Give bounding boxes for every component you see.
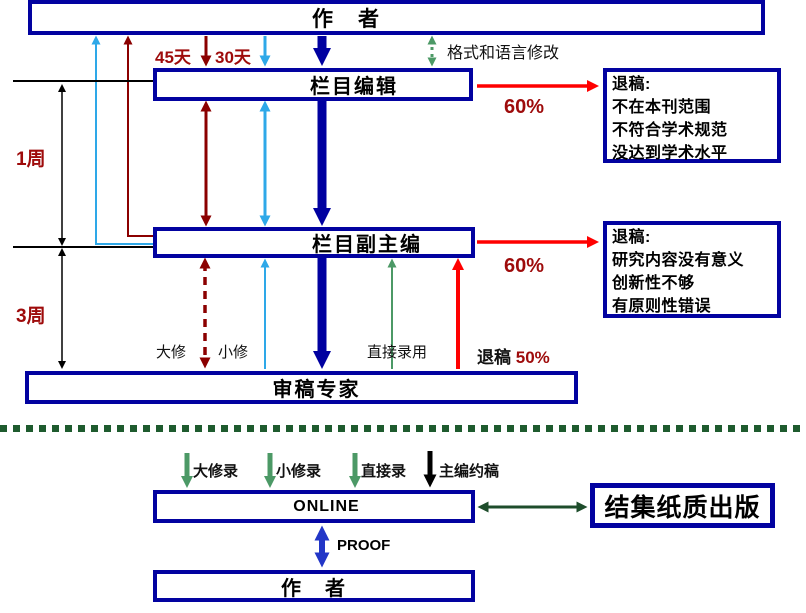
print-publish-box: 结集纸质出版 <box>590 483 775 528</box>
deputy-editor-box: 栏目副主编 <box>153 227 475 258</box>
label-1-week: 1周 <box>16 149 46 170</box>
label-direct-accept: 直接录用 <box>367 344 428 361</box>
deputy-editor-label: 栏目副主编 <box>312 234 422 256</box>
arrow-deputy-to-author-darkred <box>123 35 153 237</box>
section-divider-dotted <box>0 425 806 432</box>
column-editor-label: 栏目编辑 <box>310 76 398 98</box>
label-60-percent-second: 60% <box>504 255 545 277</box>
reject2-line-title: 退稿: <box>612 229 651 246</box>
column-editor-box: 栏目编辑 <box>153 68 473 101</box>
label-major-accept: 大修录 <box>193 463 239 480</box>
label-chief-editor-invite: 主编约稿 <box>439 463 500 480</box>
arrow-deputy-to-author-lightblue <box>91 35 153 245</box>
label-minor-accept: 小修录 <box>276 463 322 480</box>
reject1-line-3: 没达到学术水平 <box>612 145 728 162</box>
reject1-line-2: 不符合学术规范 <box>612 122 728 139</box>
label-reject-percent: 50% <box>515 348 550 367</box>
reject1-line-1: 不在本刊范围 <box>612 99 712 116</box>
author-box-top-label: 作 者 <box>312 7 381 31</box>
reject-reasons-box-1: 退稿: 不在本刊范围 不符合学术规范 没达到学术水平 <box>603 68 781 163</box>
author-box-bottom-label: 作 者 <box>281 577 347 600</box>
online-box: ONLINE <box>153 490 475 523</box>
reviewer-label: 审稿专家 <box>272 379 361 401</box>
reviewer-box: 审稿专家 <box>25 371 578 404</box>
author-box-bottom: 作 者 <box>153 570 475 602</box>
label-direct-accept-bottom: 直接录 <box>361 463 407 480</box>
reject2-line-1: 研究内容没有意义 <box>612 252 745 269</box>
print-publish-label: 结集纸质出版 <box>604 493 761 522</box>
author-box-top: 作 者 <box>28 0 765 35</box>
reject2-line-2: 创新性不够 <box>612 275 695 292</box>
online-label: ONLINE <box>293 497 360 515</box>
label-45-days: 45天 <box>155 48 191 67</box>
reject-reasons-box-2: 退稿: 研究内容没有意义 创新性不够 有原则性错误 <box>603 221 781 318</box>
label-reject-50: 退稿 50% <box>477 343 550 368</box>
label-3-weeks: 3周 <box>16 306 46 327</box>
label-reject-word: 退稿 <box>477 348 511 367</box>
reject1-line-title: 退稿: <box>612 76 651 93</box>
label-minor-revision: 小修 <box>218 344 249 361</box>
label-proof: PROOF <box>337 537 391 554</box>
label-format-language: 格式和语言修改 <box>447 45 560 62</box>
label-30-days: 30天 <box>215 48 251 67</box>
label-major-revision: 大修 <box>156 344 187 361</box>
reject2-line-3: 有原则性错误 <box>612 298 712 315</box>
label-60-percent-first: 60% <box>504 96 545 118</box>
